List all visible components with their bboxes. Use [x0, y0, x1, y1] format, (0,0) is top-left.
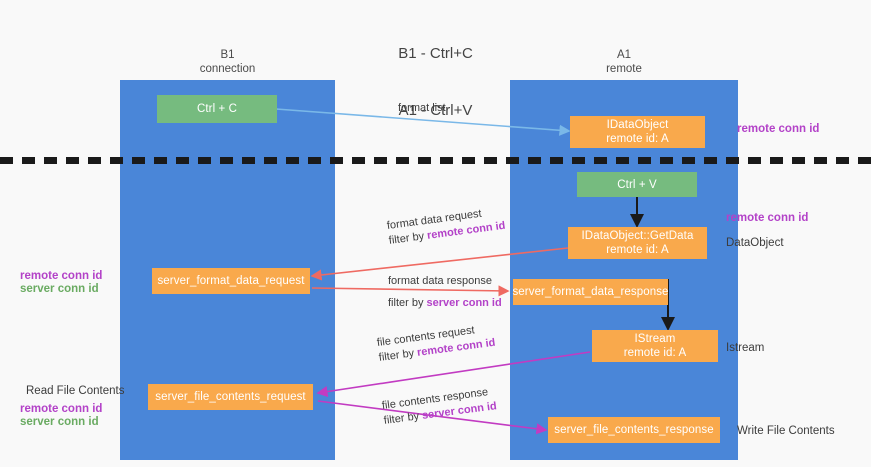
filter-value-server-conn-id: server conn id [426, 297, 502, 309]
box-idataobject-getdata[interactable]: IDataObject::GetData remote id: A [568, 227, 707, 259]
annotation-write-file-contents: Write File Contents [737, 425, 835, 437]
annotation-remote-conn-id-mid: remote conn id [726, 212, 809, 224]
lane-header-b1-title: B1 [220, 49, 235, 61]
box-istream-remote-id: remote id: A [623, 347, 687, 359]
diagram-title-line1: B1 - Ctrl+C [398, 45, 473, 62]
box-idataobject[interactable]: IDataObject remote id: A [570, 116, 705, 148]
box-server-format-data-response-label: server_format_data_response [512, 286, 669, 298]
box-ctrl-v[interactable]: Ctrl + V [577, 172, 697, 197]
box-getdata-label: IDataObject::GetData [581, 230, 694, 242]
box-ctrl-c[interactable]: Ctrl + C [157, 95, 277, 123]
flow-label-file-contents-response: file contents response filter by server … [381, 384, 498, 429]
box-ctrl-c-label: Ctrl + C [196, 103, 238, 115]
annotation-left-remote-conn-id-2: remote conn id [20, 403, 103, 415]
lane-header-a1-subtitle: remote [606, 63, 642, 75]
box-server-format-data-request-label: server_format_data_request [157, 275, 305, 287]
box-istream-label: IStream [634, 333, 676, 345]
flow-label-format-list: format list [398, 101, 446, 116]
box-server-file-contents-response-label: server_file_contents_response [554, 424, 714, 436]
lane-header-b1: B1 connection [120, 48, 335, 76]
flow-label-format-data-response: format data response filter by server co… [388, 274, 502, 311]
box-server-file-contents-response[interactable]: server_file_contents_response [548, 417, 720, 443]
box-ctrl-v-label: Ctrl + V [617, 178, 657, 191]
annotation-remote-conn-id-top: remote conn id [737, 123, 820, 135]
annotation-left-remote-conn-id: remote conn id [20, 270, 103, 282]
annotation-dataobject: DataObject [726, 237, 784, 249]
box-idataobject-remote-id: remote id: A [606, 133, 669, 145]
box-server-file-contents-request-label: server_file_contents_request [155, 391, 306, 403]
box-istream[interactable]: IStream remote id: A [592, 330, 718, 362]
box-idataobject-label: IDataObject [606, 119, 669, 131]
flow-label-file-contents-request: file contents request filter by remote c… [376, 321, 496, 366]
annotation-left-server-conn-id-2: server conn id [20, 416, 99, 428]
box-server-format-data-request[interactable]: server_format_data_request [152, 268, 310, 294]
box-getdata-remote-id: remote id: A [606, 244, 669, 256]
flow-label-format-data-response-filter: filter by server conn id [388, 297, 502, 309]
box-server-file-contents-request[interactable]: server_file_contents_request [148, 384, 313, 410]
flow-label-format-list-text: format list [398, 102, 446, 114]
box-server-format-data-response[interactable]: server_format_data_response [512, 279, 669, 305]
annotation-istream: Istream [726, 342, 765, 354]
lane-header-a1: A1 remote [510, 48, 738, 76]
annotation-left-server-conn-id: server conn id [20, 283, 99, 295]
phase-separator-dashed-line [0, 157, 871, 164]
flow-label-format-data-request: format data request filter by remote con… [386, 204, 506, 249]
lane-header-a1-title: A1 [616, 49, 632, 61]
lane-header-b1-subtitle: connection [199, 63, 256, 75]
annotation-read-file-contents: Read File Contents [26, 385, 125, 397]
flow-label-format-data-response-text: format data response [388, 275, 492, 287]
